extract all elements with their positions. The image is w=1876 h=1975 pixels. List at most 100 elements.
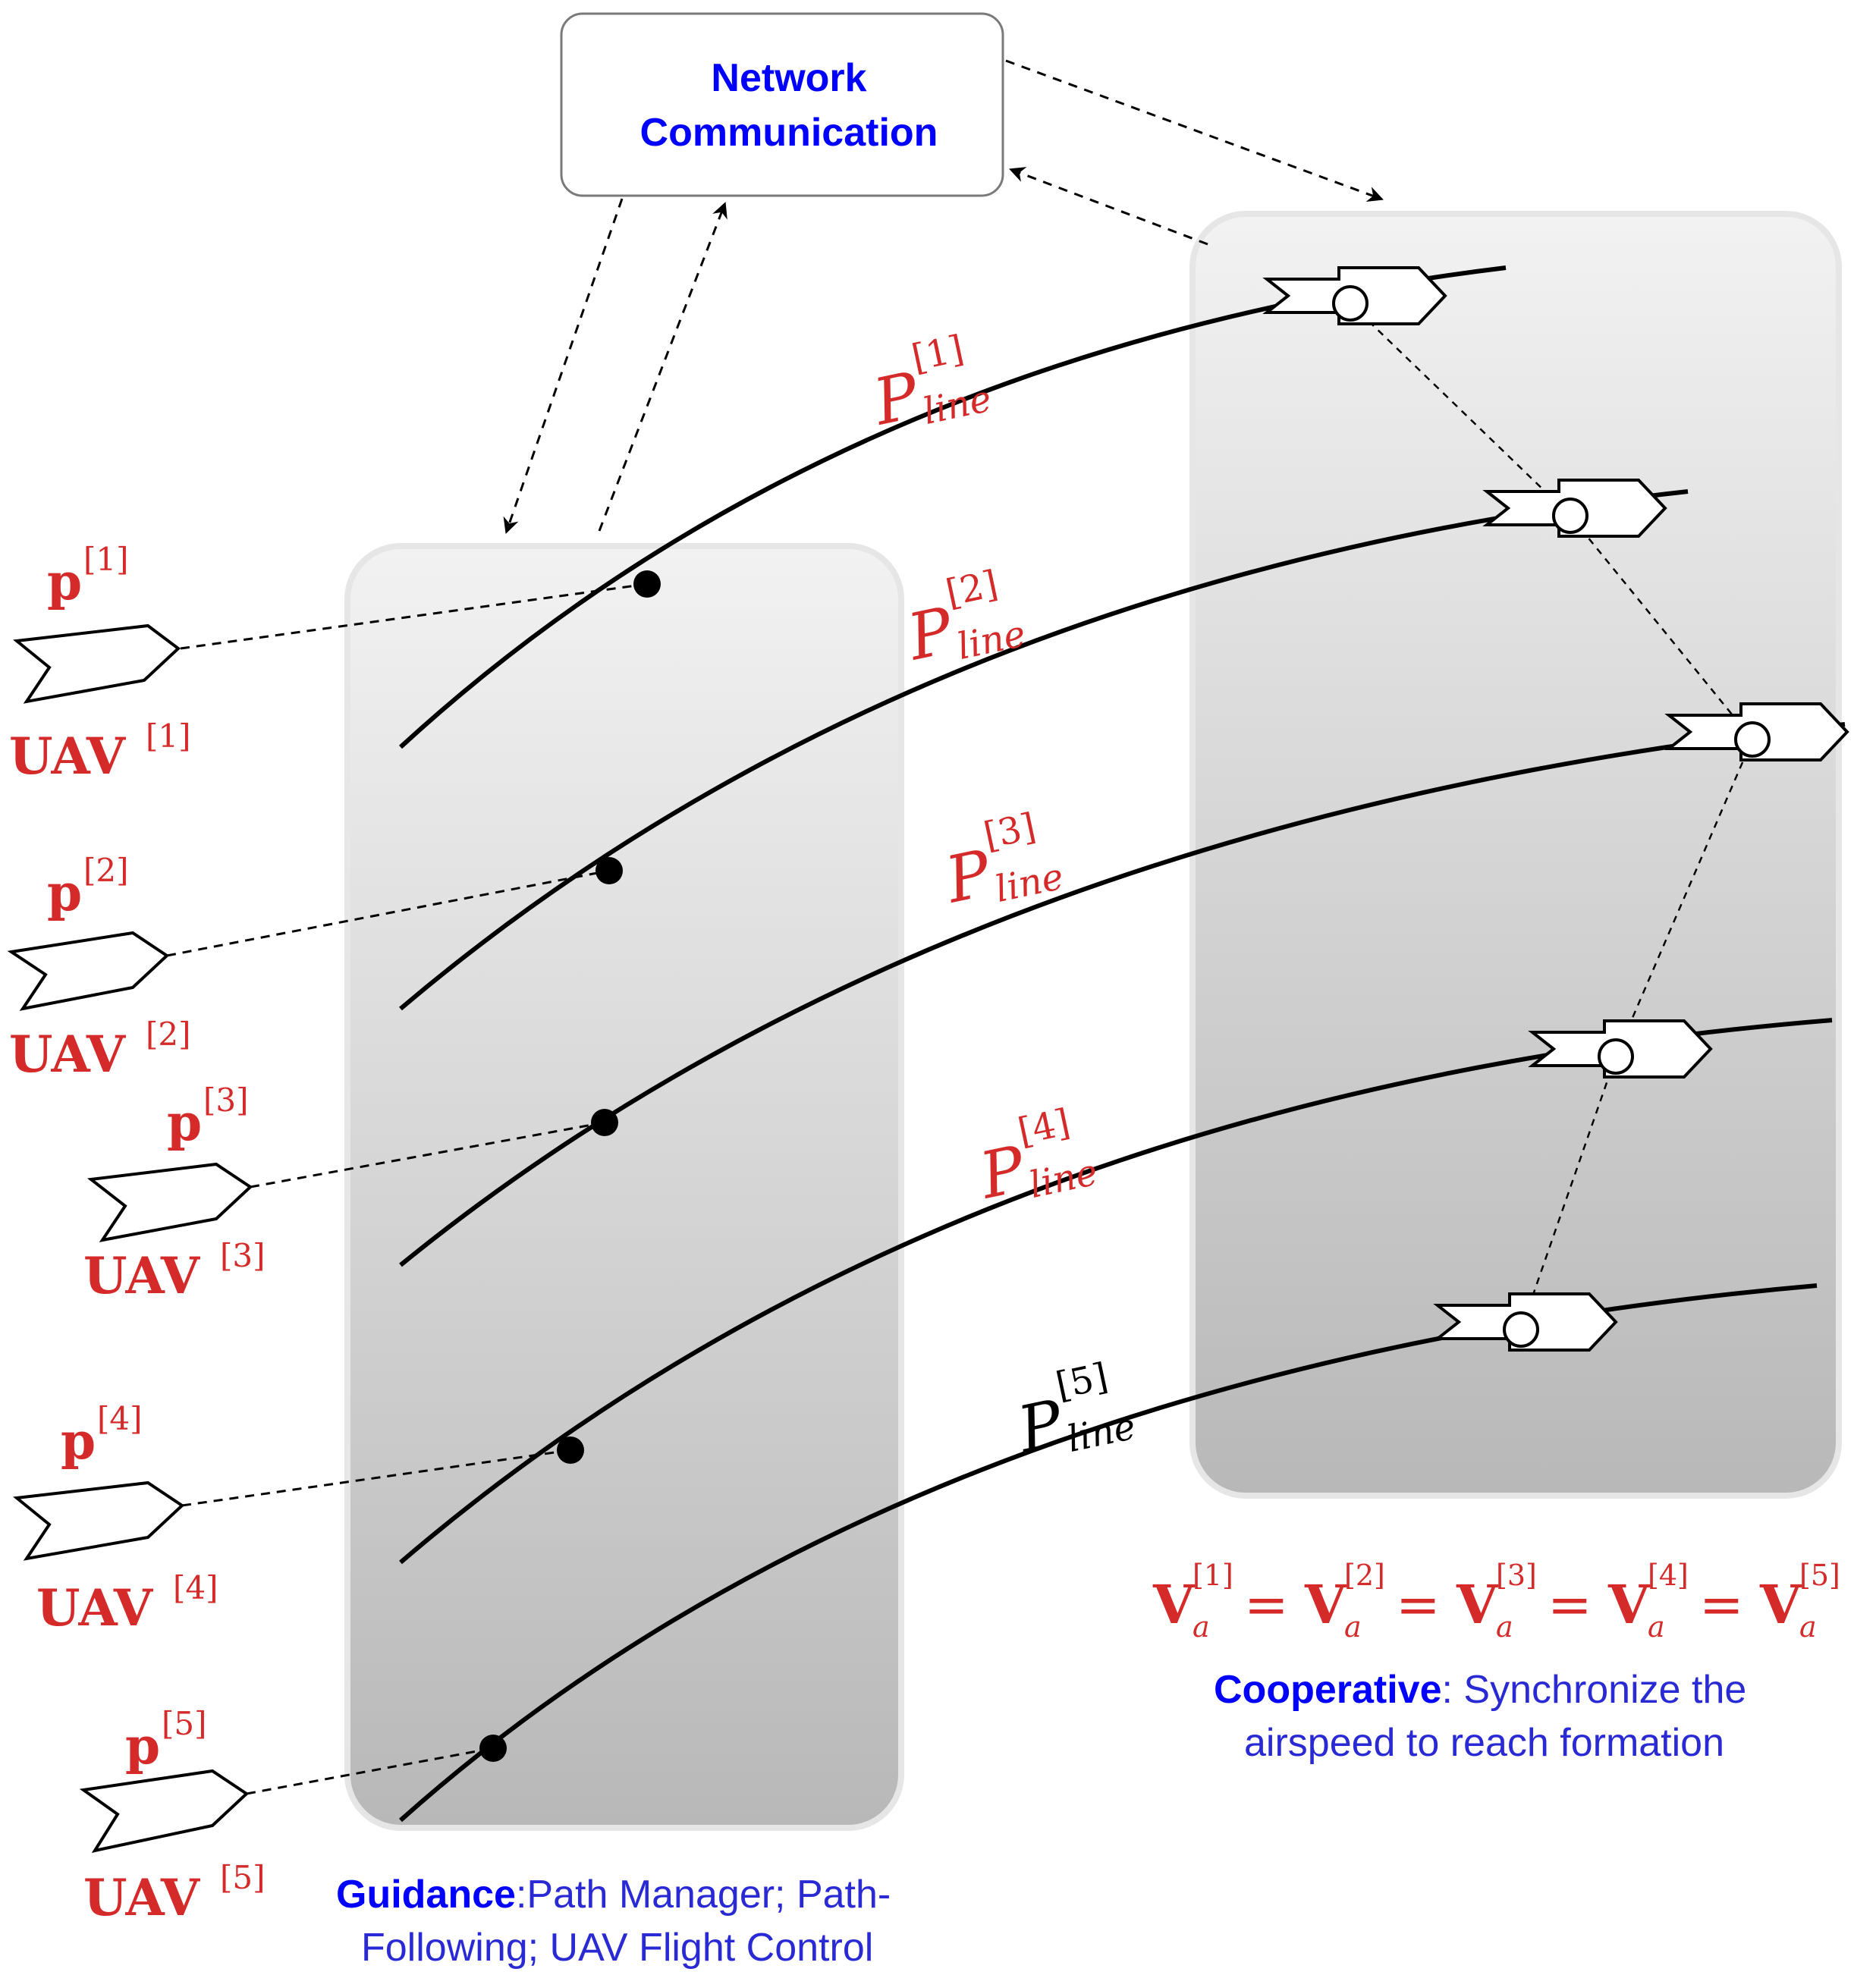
path-label-2: P [2] line — [900, 563, 1029, 675]
svg-text:line: line — [1026, 1151, 1101, 1207]
svg-text:[4]: [4] — [97, 1400, 143, 1437]
uav-marker-icon — [1332, 285, 1369, 322]
uav-label-5: p [5] UAV [5] — [83, 1705, 266, 1927]
uav-label-1: p [1] UAV [1] — [9, 541, 191, 786]
path-point-2 — [595, 857, 623, 884]
svg-text:V: V — [1607, 1573, 1651, 1636]
uav-marker-icon — [1734, 721, 1771, 758]
start-uav-5 — [79, 1735, 507, 1853]
svg-text:[5]: [5] — [1799, 1559, 1840, 1592]
svg-text:[4]: [4] — [1648, 1559, 1689, 1592]
svg-text:[2]: [2] — [146, 1016, 191, 1053]
path-curve-2 — [399, 489, 1689, 1011]
airspeed-equation: V [1] a = V [2] a = V [3] a = V [4] a = … — [1152, 1559, 1840, 1644]
svg-text:[5]: [5] — [162, 1705, 207, 1742]
start-uav-4 — [13, 1437, 584, 1561]
svg-text:V: V — [1456, 1573, 1499, 1636]
svg-text:a: a — [1799, 1610, 1817, 1644]
svg-text:[1]: [1] — [908, 328, 967, 380]
uav-labels: p [1] UAV [1] p [2] UAV [2] p [3] UAV [3… — [9, 541, 266, 1927]
svg-text:[4]: [4] — [173, 1569, 218, 1606]
start-uav-1 — [13, 570, 661, 704]
svg-text:p: p — [61, 1411, 96, 1471]
path-curve-3 — [399, 722, 1846, 1267]
guidance-panel — [344, 543, 904, 1831]
svg-text:line: line — [919, 378, 995, 433]
svg-text:=: = — [1699, 1574, 1744, 1636]
svg-text:a: a — [1344, 1610, 1362, 1644]
uav-marker-icon — [1503, 1311, 1539, 1348]
svg-text:UAV: UAV — [9, 1025, 127, 1084]
network-links — [503, 59, 1384, 534]
svg-text:Cooperative: Synchronize the: Cooperative: Synchronize the — [1214, 1668, 1746, 1712]
cooperative-caption: Cooperative: Synchronize the airspeed to… — [1214, 1668, 1746, 1765]
svg-text:V: V — [1152, 1573, 1196, 1636]
guidance-caption: Guidance:Path Manager; Path- Following; … — [336, 1873, 891, 1970]
start-uav-3 — [86, 1109, 618, 1242]
network-label-line2: Communication — [640, 111, 938, 155]
svg-text:p: p — [167, 1093, 202, 1152]
guidance-to-network-arrow — [598, 202, 727, 532]
svg-text:a: a — [1648, 1610, 1665, 1644]
svg-text:[1]: [1] — [83, 541, 129, 578]
formation-uav-4 — [1528, 1019, 1713, 1079]
path-point-5 — [479, 1735, 507, 1762]
network-to-cooperative-arrow — [1005, 59, 1384, 203]
svg-text:line: line — [1064, 1405, 1139, 1461]
cooperative-to-network-arrow — [1009, 167, 1208, 246]
uav-label-4: p [4] UAV [4] — [36, 1400, 218, 1637]
svg-text:UAV: UAV — [83, 1868, 201, 1927]
svg-text:[2]: [2] — [942, 563, 1001, 615]
svg-text:=: = — [1396, 1574, 1441, 1636]
path-label-4: P [4] line — [973, 1101, 1101, 1214]
svg-text:[3]: [3] — [1496, 1559, 1537, 1592]
path-point-4 — [557, 1437, 584, 1464]
path-label-1: P [1] line — [866, 328, 995, 440]
svg-text:UAV: UAV — [83, 1246, 201, 1305]
svg-text:[5]: [5] — [1052, 1355, 1111, 1408]
svg-text:UAV: UAV — [9, 727, 127, 786]
start-uav-2 — [7, 857, 623, 1011]
uav-marker-icon — [1598, 1038, 1634, 1075]
uav-label-3: p [3] UAV [3] — [83, 1082, 266, 1305]
formation-uav-3 — [1664, 702, 1849, 761]
path-point-1 — [633, 570, 661, 598]
svg-text:UAV: UAV — [36, 1578, 154, 1637]
network-label-line1: Network — [711, 56, 866, 100]
svg-text:[3]: [3] — [220, 1237, 266, 1274]
svg-text:[4]: [4] — [1014, 1101, 1073, 1154]
svg-text:V: V — [1304, 1573, 1347, 1636]
start-uavs — [7, 570, 661, 1853]
svg-text:p: p — [47, 863, 82, 922]
svg-text:a: a — [1496, 1610, 1513, 1644]
formation-uav-2 — [1482, 479, 1667, 538]
network-to-guidance-arrow — [503, 198, 624, 534]
svg-text:[3]: [3] — [203, 1082, 249, 1119]
svg-text:a: a — [1193, 1610, 1210, 1644]
formation-uav-1 — [1262, 266, 1447, 325]
formation-uav-5 — [1433, 1292, 1618, 1352]
svg-text:[1]: [1] — [1193, 1559, 1233, 1592]
svg-text:[2]: [2] — [83, 852, 129, 889]
svg-text:[1]: [1] — [146, 717, 191, 755]
uav-label-2: p [2] UAV [2] — [9, 852, 191, 1084]
svg-text:[5]: [5] — [220, 1859, 266, 1896]
svg-text:Guidance:Path Manager; Path-: Guidance:Path Manager; Path- — [336, 1873, 891, 1917]
uav-marker-icon — [1552, 498, 1588, 534]
svg-text:p: p — [125, 1716, 160, 1776]
svg-text:line: line — [954, 613, 1029, 668]
svg-text:V: V — [1759, 1573, 1802, 1636]
path-label-5: P [5] line — [1010, 1355, 1139, 1468]
svg-text:=: = — [1548, 1574, 1592, 1636]
svg-text:line: line — [991, 856, 1067, 911]
formation-uavs — [1262, 266, 1849, 1352]
svg-text:airspeed to reach formation: airspeed to reach formation — [1244, 1721, 1724, 1765]
svg-text:=: = — [1244, 1574, 1289, 1636]
svg-text:[3]: [3] — [980, 805, 1039, 858]
svg-text:[2]: [2] — [1344, 1559, 1385, 1592]
svg-text:p: p — [47, 552, 82, 611]
svg-text:Following; UAV Flight Control: Following; UAV Flight Control — [361, 1926, 873, 1970]
network-communication-box: Network Communication — [560, 12, 1004, 197]
path-point-3 — [591, 1109, 618, 1136]
